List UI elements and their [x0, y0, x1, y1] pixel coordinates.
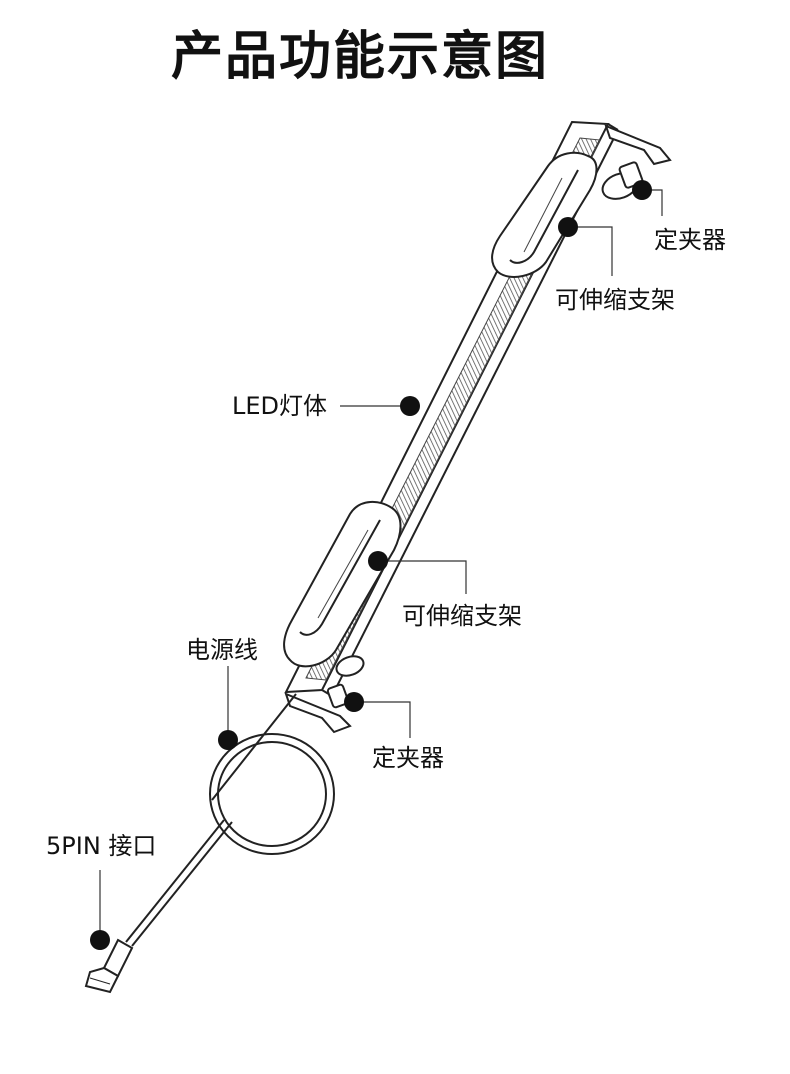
- telescopic-bracket-bottom: [283, 501, 402, 668]
- label-bracket-top: 可伸缩支架: [555, 286, 675, 314]
- label-bracket-bottom: 可伸缩支架: [402, 602, 522, 630]
- 5pin-connector: [84, 938, 134, 994]
- fixed-clamp-bottom: [284, 655, 365, 734]
- fixed-clamp-top: [601, 124, 672, 200]
- callout-lines: [99, 189, 663, 940]
- label-connector: 5PIN 接口: [46, 832, 157, 860]
- leader-bracket-top: [568, 226, 613, 276]
- label-clamp-top: 定夹器: [654, 226, 726, 254]
- leader-bracket-bottom: [378, 560, 467, 594]
- dot-clamp-bottom: [344, 692, 364, 712]
- dot-bracket-top: [558, 217, 578, 237]
- dot-connector: [90, 930, 110, 950]
- dot-bracket-bottom: [368, 551, 388, 571]
- dot-power-cord: [218, 730, 238, 750]
- label-clamp-bottom: 定夹器: [372, 744, 444, 772]
- telescopic-bracket-top: [491, 151, 598, 278]
- label-power-cord: 电源线: [186, 636, 258, 664]
- page-title: 产品功能示意图: [170, 27, 549, 87]
- power-cord: [125, 693, 335, 947]
- dot-clamp-top: [632, 180, 652, 200]
- callout-dots: [90, 180, 652, 950]
- dot-led-body: [400, 396, 420, 416]
- leader-clamp-bottom: [354, 701, 411, 738]
- label-led-body: LED灯体: [232, 392, 328, 420]
